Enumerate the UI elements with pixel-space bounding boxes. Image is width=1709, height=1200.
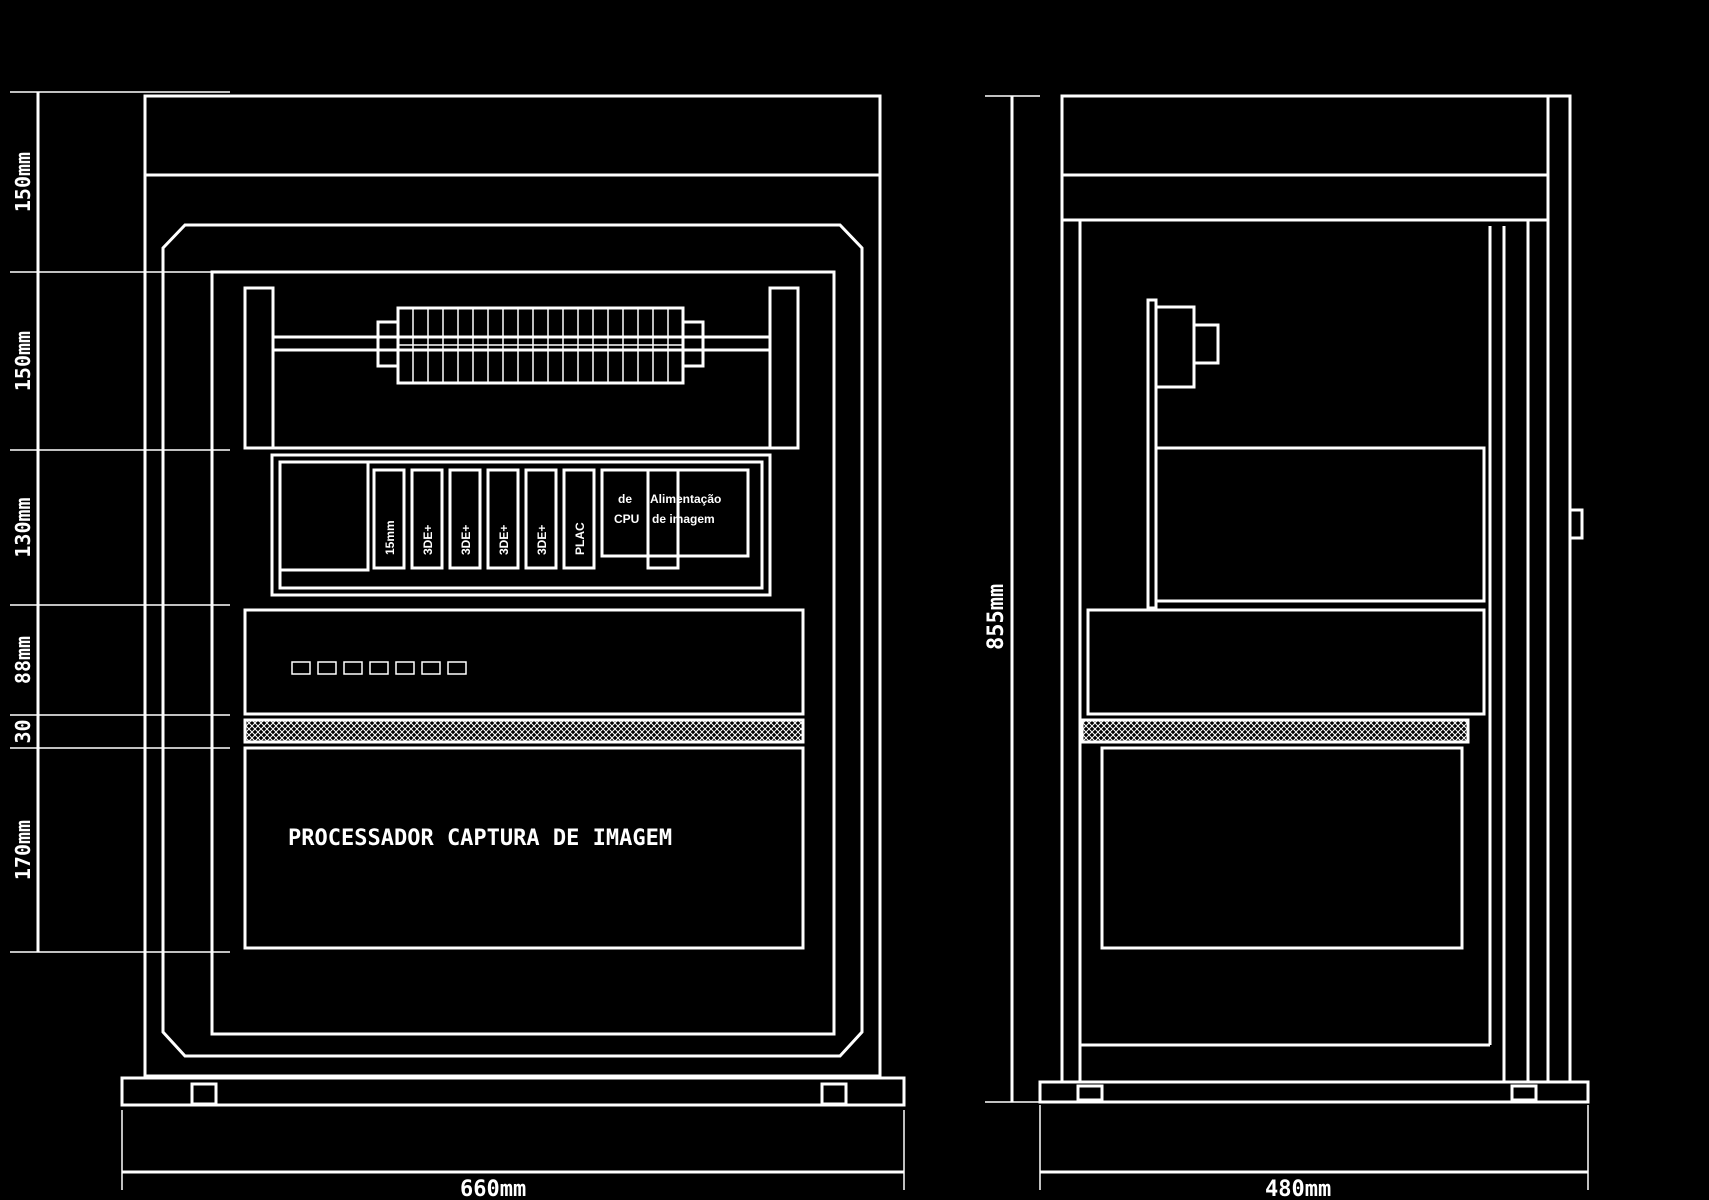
led-indicator xyxy=(395,661,415,675)
card-slot-label: 3DE+ xyxy=(421,525,435,555)
card-slot-frame xyxy=(410,468,444,570)
height-dimension-label: 150mm xyxy=(11,331,35,391)
front-filter-strip xyxy=(243,718,805,744)
fan-label-3: de imagem xyxy=(652,512,715,526)
led-indicator xyxy=(421,661,441,675)
front-cabinet-outline xyxy=(143,94,882,1078)
front-view: 15mm 3DE+ 3DE+ 3DE+ 3DE+ PLAC de CPU Alimenta… xyxy=(10,91,906,1200)
led-indicators xyxy=(291,661,467,675)
card-slot-frame xyxy=(372,468,406,570)
side-width-label: 480mm xyxy=(1265,1177,1331,1200)
card-slot-frame xyxy=(524,468,558,570)
fan-label-2: Alimentação xyxy=(650,492,721,506)
card-slot: 3DE+ xyxy=(410,468,444,570)
front-height-dimensions: 150mm 150mm 130mm 88mm 30 170mm xyxy=(10,91,230,953)
side-base-foot-left xyxy=(1076,1084,1104,1102)
card-slot: 3DE+ xyxy=(486,468,520,570)
front-base-foot-left xyxy=(190,1082,218,1106)
front-inner-frame xyxy=(210,270,836,1036)
card-slots: 15mm 3DE+ 3DE+ 3DE+ 3DE+ PLAC xyxy=(372,468,596,570)
front-base xyxy=(120,1076,906,1107)
fan-label-0: CPU xyxy=(614,512,639,526)
height-dimension-label: 30 xyxy=(11,719,35,743)
side-base xyxy=(1038,1080,1590,1104)
side-handle xyxy=(1568,508,1584,540)
side-terminal xyxy=(1154,305,1196,389)
side-base-foot-right xyxy=(1510,1084,1538,1102)
card-slot: 3DE+ xyxy=(524,468,558,570)
power-module: de CPU Alimentação de imagem xyxy=(600,468,750,570)
side-height-label: 855mm xyxy=(984,584,1009,650)
led-panel xyxy=(243,608,805,716)
side-led-box xyxy=(1086,608,1486,716)
card-slot-label: 15mm xyxy=(383,520,397,555)
power-module-middle xyxy=(646,468,680,570)
side-terminal-cap xyxy=(1192,323,1220,365)
card-slot: 3DE+ xyxy=(448,468,482,570)
height-dimension-label: 170mm xyxy=(11,820,35,880)
side-filter-strip xyxy=(1080,718,1470,744)
card-slot-frame xyxy=(486,468,520,570)
fan-label-1: de xyxy=(618,492,632,506)
side-view: 855mm 480mm xyxy=(984,94,1590,1200)
side-cabinet-outline xyxy=(1060,94,1572,1084)
card-slot-label: 3DE+ xyxy=(459,525,473,555)
card-slot-label: 3DE+ xyxy=(497,525,511,555)
rail-mount-right xyxy=(681,320,705,368)
front-width-label: 660mm xyxy=(460,1177,526,1200)
terminal-fins xyxy=(412,308,669,383)
title-panel xyxy=(243,746,805,950)
side-lower-box xyxy=(1100,746,1464,950)
front-base-foot-right xyxy=(820,1082,848,1106)
front-door-outline xyxy=(161,223,864,1058)
led-indicator xyxy=(317,661,337,675)
rack-blank-module xyxy=(278,460,370,572)
side-rack-box xyxy=(1154,446,1486,603)
rail-mount-left xyxy=(376,320,400,368)
led-indicator xyxy=(291,661,311,675)
card-rack-outer xyxy=(270,453,772,597)
led-indicator xyxy=(447,661,467,675)
panel-title: PROCESSADOR CAPTURA DE IMAGEM xyxy=(288,826,672,851)
right-rail-post xyxy=(768,286,800,450)
height-dimension-label: 150mm xyxy=(11,152,35,212)
height-dimension-label: 88mm xyxy=(11,636,35,684)
height-dimension-label: 130mm xyxy=(11,497,35,557)
card-slot-label: PLAC xyxy=(573,522,587,555)
card-slot-frame xyxy=(562,468,596,570)
card-slot-label: 3DE+ xyxy=(535,525,549,555)
led-indicator xyxy=(343,661,363,675)
led-indicator xyxy=(369,661,389,675)
card-slot: 15mm xyxy=(372,468,406,570)
card-slot-frame xyxy=(448,468,482,570)
card-slot: PLAC xyxy=(562,468,596,570)
left-rail-post xyxy=(243,286,275,450)
